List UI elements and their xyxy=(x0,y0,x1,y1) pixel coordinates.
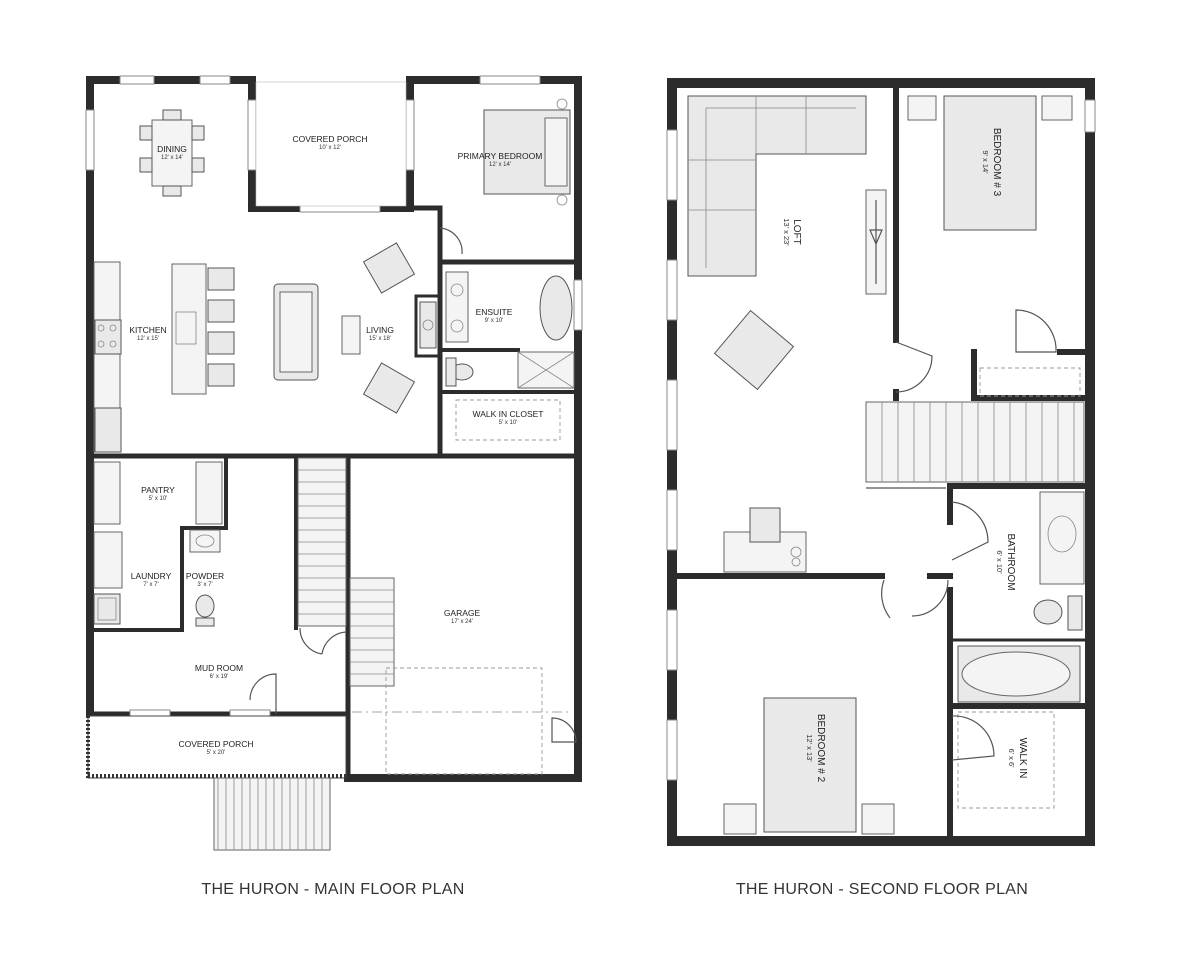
front-porch-dim: 5' x 20' xyxy=(207,750,226,756)
bathroom-dim: 6' x 10' xyxy=(995,550,1004,574)
main-floor-labels: DINING 12' x 14' COVERED PORCH 10' x 12'… xyxy=(129,134,543,756)
walk-in-closet-dim: 5' x 10' xyxy=(499,420,518,426)
garage-name: GARAGE xyxy=(444,608,481,618)
bedroom-3-name: BEDROOM # 3 xyxy=(991,128,1002,197)
walk-in-closet-name: WALK IN CLOSET xyxy=(472,409,543,419)
bedroom-2-furniture xyxy=(723,697,1055,835)
pantry-dim: 5' x 10' xyxy=(149,496,168,502)
living-name: LIVING xyxy=(366,325,394,335)
bathroom-fixtures xyxy=(957,491,1085,703)
rear-porch-dim: 10' x 12' xyxy=(319,145,341,151)
second-floor-labels: LOFT 13' x 23' BEDROOM # 3 9' x 14' BATH… xyxy=(782,128,1028,783)
garage-dim: 17' x 24' xyxy=(451,619,473,625)
bathroom-name: BATHROOM xyxy=(1005,533,1016,590)
second-floor-caption: THE HURON - SECOND FLOOR PLAN xyxy=(736,881,1028,898)
second-floor-stairs xyxy=(865,401,1085,489)
ensuite-fixtures xyxy=(419,271,575,389)
rear-porch-name: COVERED PORCH xyxy=(292,134,367,144)
ensuite-name: ENSUITE xyxy=(476,307,513,317)
mud-room-name: MUD ROOM xyxy=(195,663,243,673)
dining-table xyxy=(139,109,205,197)
bedroom-3-furniture xyxy=(907,95,1081,397)
primary-bed xyxy=(483,98,571,206)
laundry-dim: 7' x 7' xyxy=(143,582,158,588)
powder-dim: 3' x 7' xyxy=(197,582,212,588)
second-floor-windows xyxy=(666,99,1096,781)
main-floor-caption: THE HURON - MAIN FLOOR PLAN xyxy=(201,881,464,898)
second-floor-plan: LOFT 13' x 23' BEDROOM # 3 9' x 14' BATH… xyxy=(666,78,1096,846)
kitchen-name: KITCHEN xyxy=(129,325,166,335)
laundry-name: LAUNDRY xyxy=(131,571,172,581)
living-dim: 15' x 18' xyxy=(369,336,391,342)
front-porch-name: COVERED PORCH xyxy=(178,739,253,749)
dining-dim: 12' x 14' xyxy=(161,155,183,161)
powder-name: POWDER xyxy=(186,571,224,581)
primary-bedroom-name: PRIMARY BEDROOM xyxy=(458,151,543,161)
pantry-name: PANTRY xyxy=(141,485,175,495)
garage-details xyxy=(352,667,572,775)
pantry-laundry-fixtures xyxy=(93,461,223,627)
loft-sectional xyxy=(687,95,887,391)
primary-bedroom-dim: 12' x 14' xyxy=(489,162,511,168)
living-furniture xyxy=(273,242,416,414)
mud-room-dim: 6' x 19' xyxy=(210,674,229,680)
second-floor-doors xyxy=(881,309,1057,761)
walk-in-dim: 6' x 6' xyxy=(1007,748,1016,768)
bedroom-2-name: BEDROOM # 2 xyxy=(815,714,826,783)
second-floor-walls xyxy=(667,78,1095,846)
walk-in-name: WALK IN xyxy=(1017,738,1028,779)
main-floor-stairs xyxy=(297,457,395,687)
dining-name: DINING xyxy=(157,144,187,154)
bedroom-2-dim: 12' x 13' xyxy=(805,734,814,762)
main-floor-doors xyxy=(249,227,577,743)
main-floor-plan: DINING 12' x 14' COVERED PORCH 10' x 12'… xyxy=(85,75,583,851)
kitchen-dim: 12' x 15' xyxy=(137,336,159,342)
loft-name: LOFT xyxy=(791,219,802,245)
bedroom-3-dim: 9' x 14' xyxy=(981,150,990,174)
walk-in-closet-rods xyxy=(455,399,561,441)
rear-porch-floor xyxy=(255,81,407,207)
front-porch xyxy=(86,715,347,851)
kitchen-fixtures xyxy=(93,261,235,453)
loft-desk xyxy=(723,507,807,573)
loft-dim: 13' x 23' xyxy=(782,218,791,246)
ensuite-dim: 9' x 10' xyxy=(485,318,504,324)
